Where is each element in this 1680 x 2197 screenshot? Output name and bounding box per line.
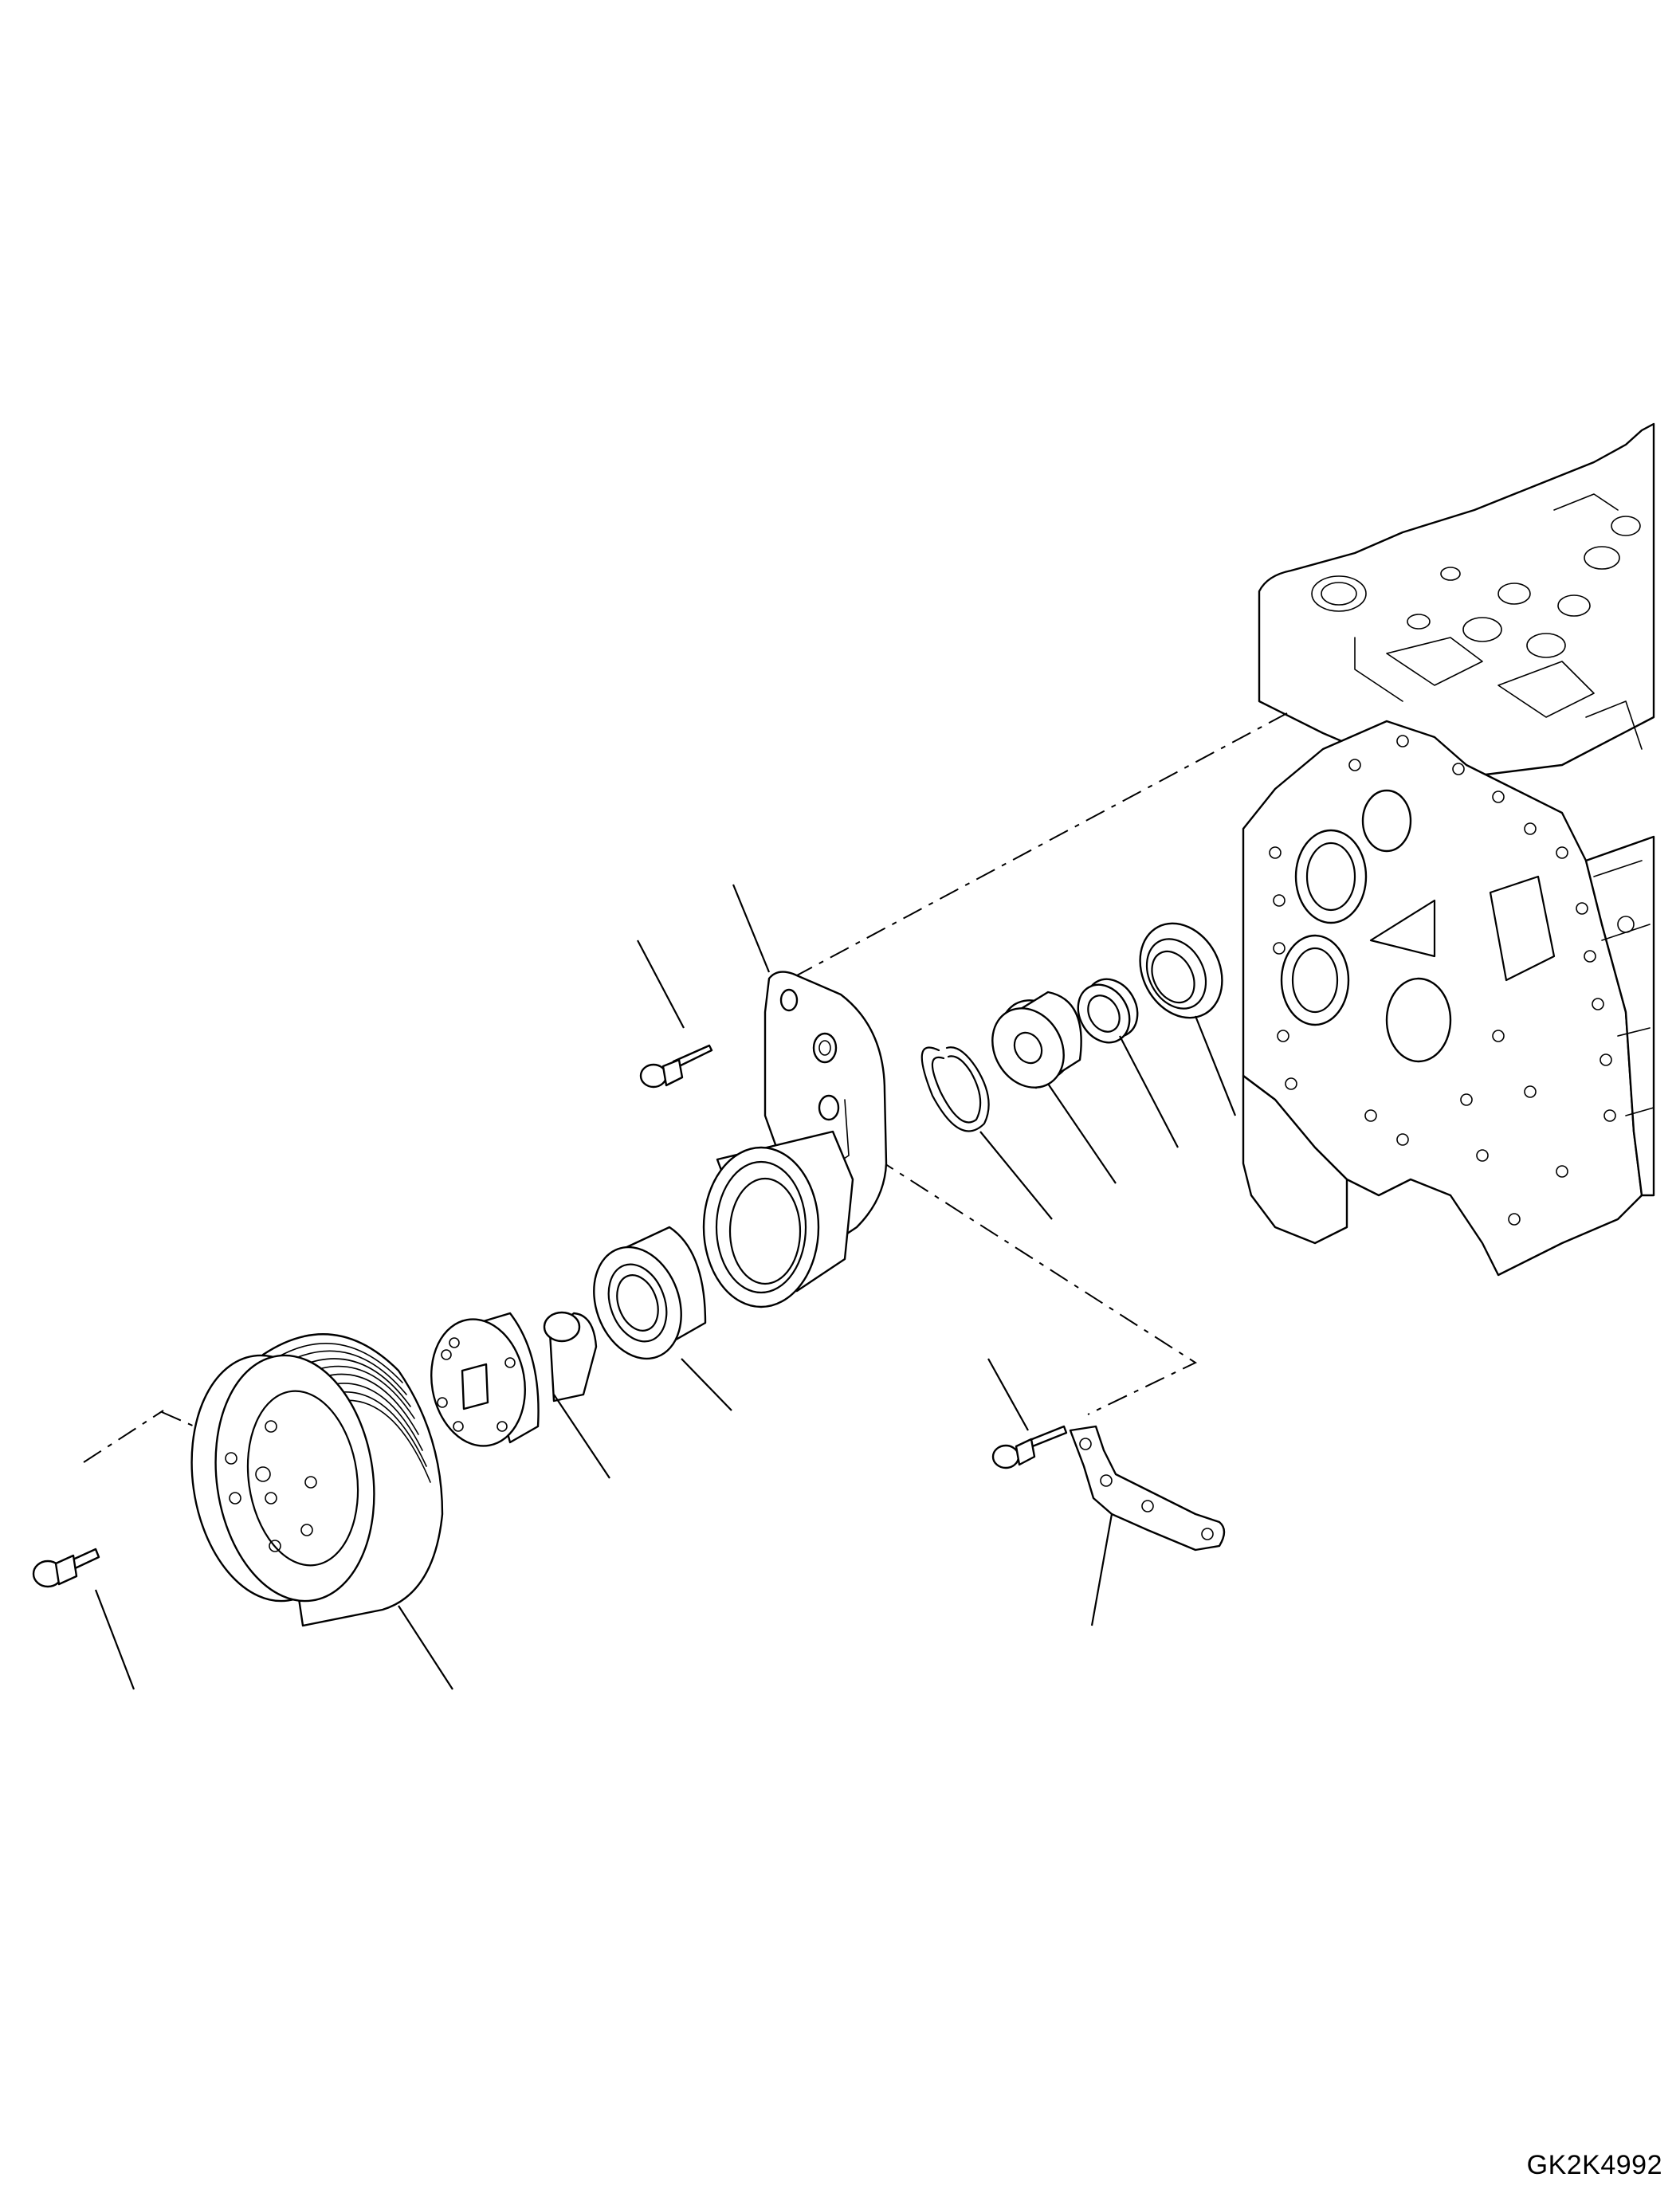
pulley-bolt <box>33 1549 99 1587</box>
alignment-lines <box>84 713 1287 1462</box>
snap-ring <box>922 1047 989 1131</box>
drawing-code: GK2K4992 <box>1526 2150 1662 2180</box>
oil-seal <box>1125 909 1238 1033</box>
stay-bolt <box>993 1426 1066 1468</box>
leader-lines <box>96 885 1235 1689</box>
small-bearing <box>1068 970 1148 1052</box>
bearing <box>579 1227 705 1371</box>
spacer <box>979 987 1086 1100</box>
fan-pulley <box>176 1334 442 1626</box>
stay-plate <box>1070 1426 1224 1550</box>
bearing-housing <box>704 1132 853 1307</box>
bracket-bolt <box>641 1046 712 1087</box>
engine-block <box>1243 424 1654 1275</box>
fan-shaft-hub <box>422 1312 596 1454</box>
